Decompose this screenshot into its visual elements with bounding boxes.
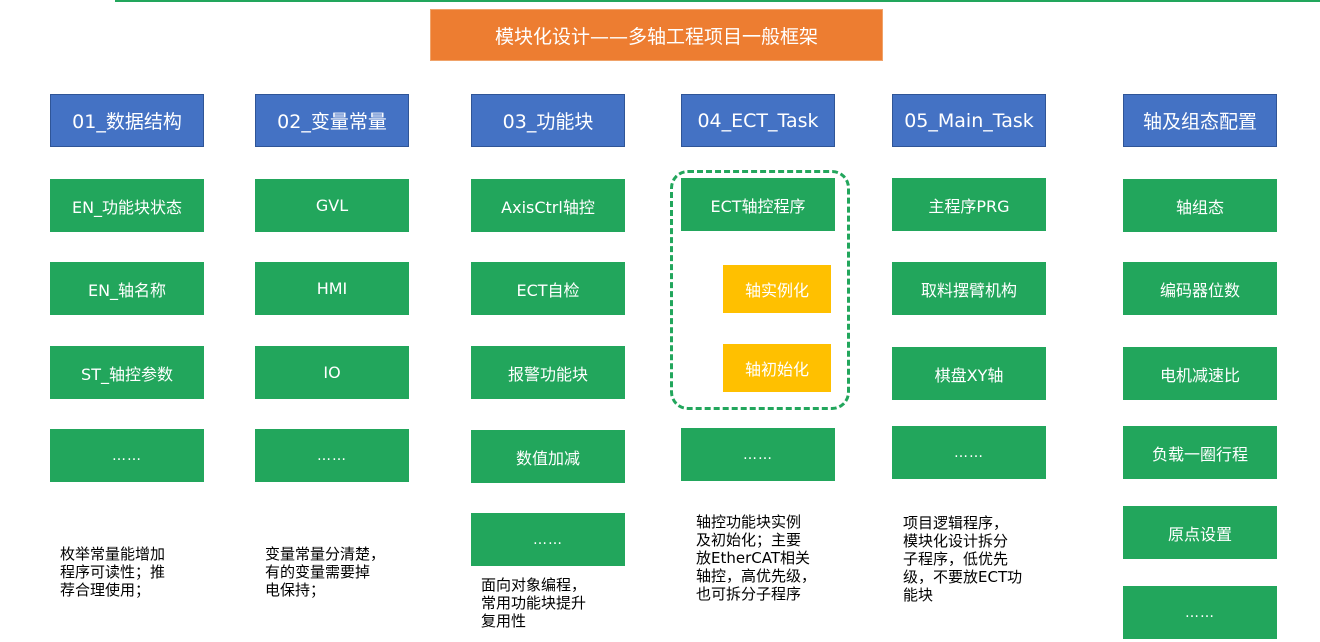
item-box[interactable]: ECT轴控程序 — [681, 178, 835, 231]
sub-item-axis-instance[interactable]: 轴实例化 — [723, 265, 831, 313]
item-box[interactable]: 报警功能块 — [471, 346, 625, 399]
item-box[interactable]: IO — [255, 346, 409, 399]
item-box-more[interactable]: …… — [50, 429, 204, 482]
item-box-more[interactable]: …… — [681, 428, 835, 481]
item-box[interactable]: 数值加减 — [471, 430, 625, 483]
item-box[interactable]: 棋盘XY轴 — [892, 347, 1046, 400]
item-box[interactable]: ECT自检 — [471, 262, 625, 315]
note-ect-task: 轴控功能块实例 及初始化；主要 放EtherCAT相关 轴控，高优先级， 也可拆… — [696, 513, 817, 603]
ect-task-dashed-group — [670, 170, 850, 410]
item-box-more[interactable]: …… — [892, 426, 1046, 479]
top-divider-line — [115, 0, 1320, 2]
item-box[interactable]: 负载一圈行程 — [1123, 426, 1277, 479]
item-box-more[interactable]: …… — [471, 513, 625, 566]
item-box-more[interactable]: …… — [255, 429, 409, 482]
item-box[interactable]: 取料摆臂机构 — [892, 262, 1046, 315]
column-header[interactable]: 03_功能块 — [471, 94, 625, 147]
diagram-title: 模块化设计——多轴工程项目一般框架 — [430, 9, 883, 61]
item-box[interactable]: AxisCtrl轴控 — [471, 179, 625, 232]
column-header[interactable]: 05_Main_Task — [892, 94, 1046, 147]
sub-item-axis-init[interactable]: 轴初始化 — [723, 344, 831, 392]
item-box[interactable]: 原点设置 — [1123, 506, 1277, 559]
item-box[interactable]: EN_轴名称 — [50, 262, 204, 315]
item-box[interactable]: ST_轴控参数 — [50, 346, 204, 399]
note-variables: 变量常量分清楚， 有的变量需要掉 电保持； — [265, 545, 386, 599]
note-data-structure: 枚举常量能增加 程序可读性；推 荐合理使用； — [60, 545, 166, 599]
item-box[interactable]: EN_功能块状态 — [50, 179, 204, 232]
column-header[interactable]: 04_ECT_Task — [681, 94, 835, 147]
item-box[interactable]: 电机减速比 — [1123, 347, 1277, 400]
column-header[interactable]: 01_数据结构 — [50, 94, 204, 147]
item-box[interactable]: 编码器位数 — [1123, 262, 1277, 315]
item-box[interactable]: 主程序PRG — [892, 178, 1046, 231]
item-box[interactable]: GVL — [255, 179, 409, 232]
column-header[interactable]: 02_变量常量 — [255, 94, 409, 147]
item-box[interactable]: 轴组态 — [1123, 179, 1277, 232]
note-main-task: 项目逻辑程序， 模块化设计拆分 子程序，低优先 级，不要放ECT功 能块 — [903, 514, 1023, 604]
column-header[interactable]: 轴及组态配置 — [1123, 94, 1277, 147]
item-box[interactable]: HMI — [255, 262, 409, 315]
note-function-blocks: 面向对象编程， 常用功能块提升 复用性 — [481, 576, 587, 630]
item-box-more[interactable]: …… — [1123, 586, 1277, 639]
